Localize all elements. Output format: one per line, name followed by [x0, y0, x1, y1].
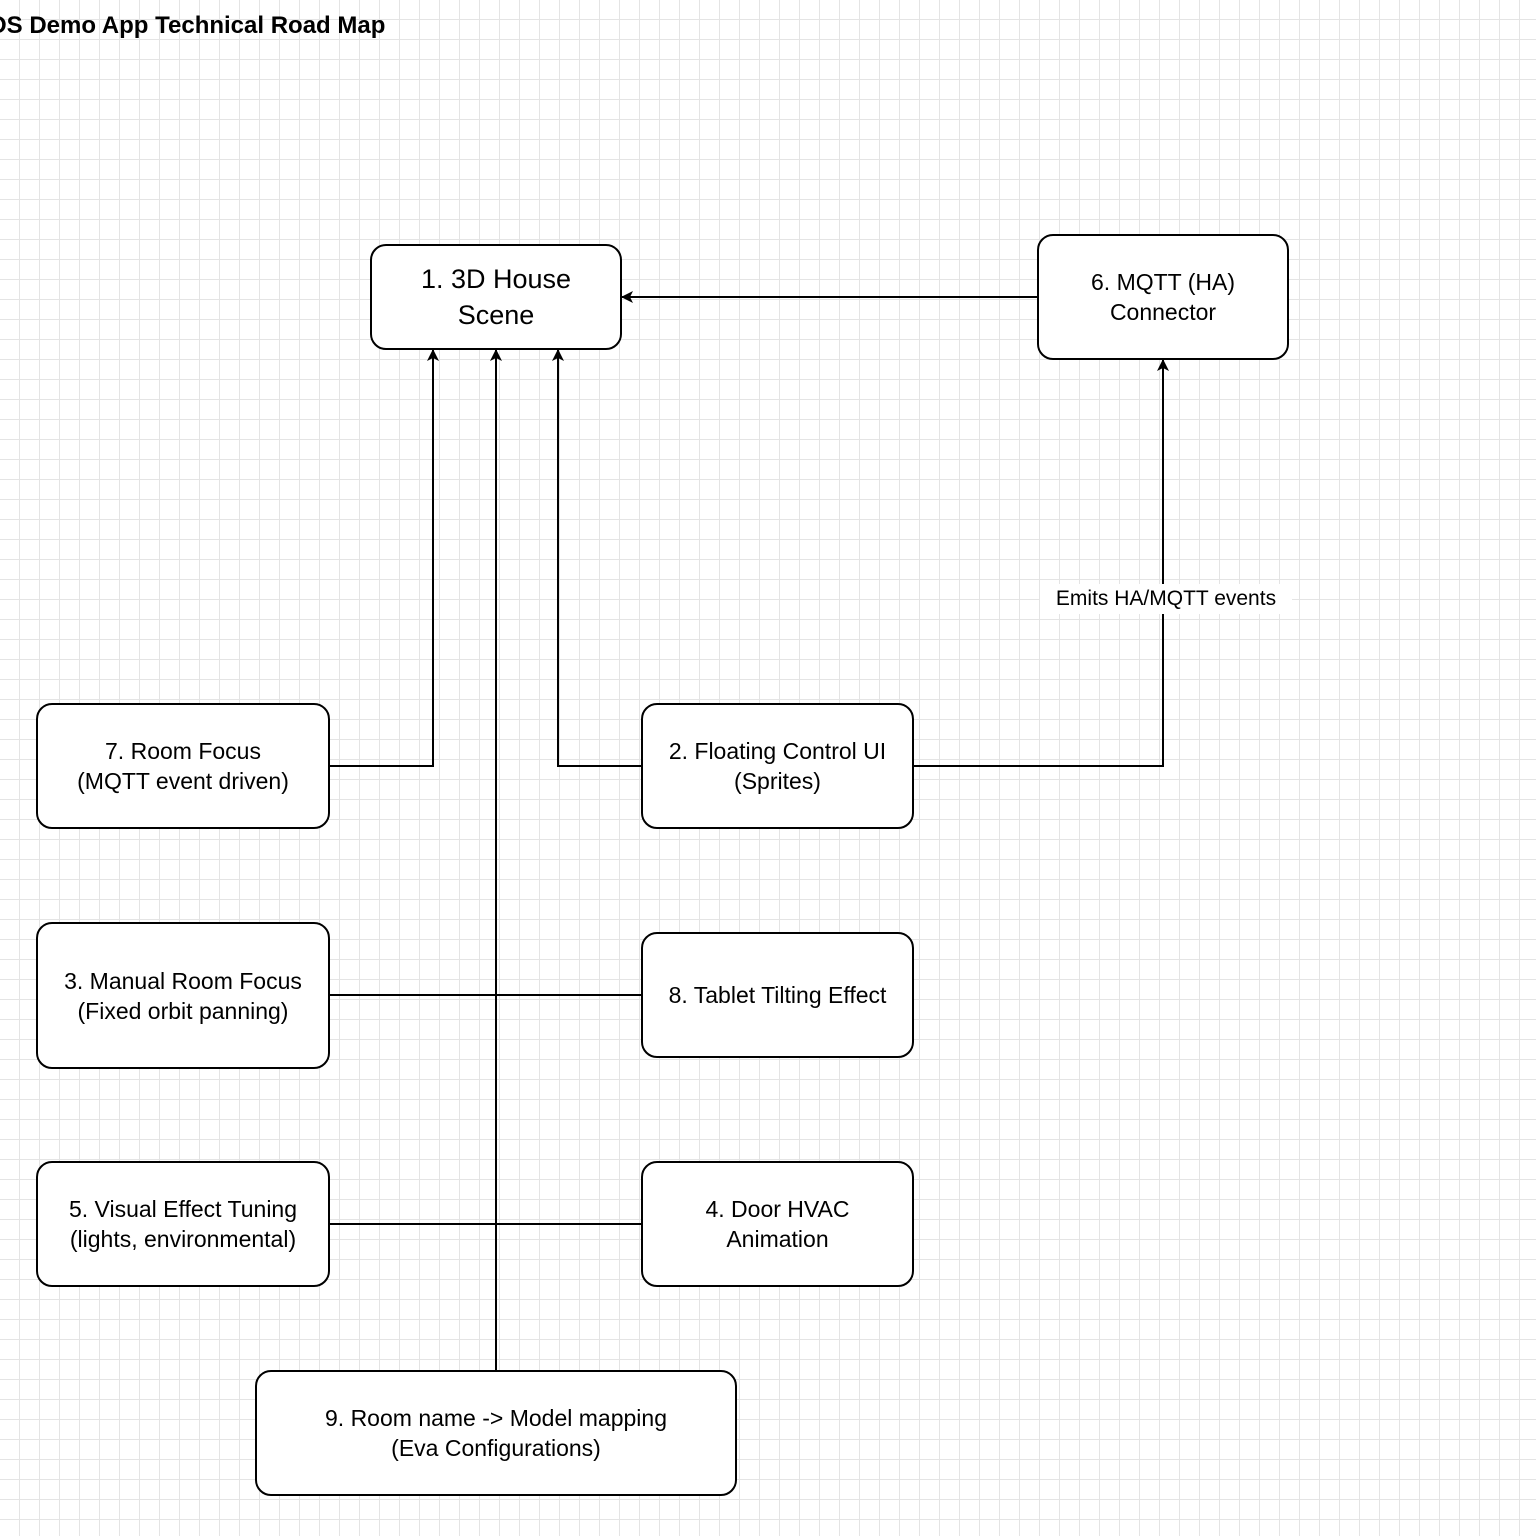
node-manual-room-focus[interactable]: 3. Manual Room Focus (Fixed orbit pannin…: [36, 922, 330, 1069]
node-room-focus-line-1: 7. Room Focus: [105, 738, 261, 764]
node-room-name-model-mapping-line-1: 9. Room name -> Model mapping: [325, 1405, 667, 1431]
edge-floating-ui-to-mqtt: [913, 359, 1169, 767]
node-manual-room-focus-line-1: 3. Manual Room Focus: [64, 967, 302, 994]
node-3d-house-scene-line-1: 1. 3D House: [420, 264, 572, 294]
node-mqtt-connector-line-1: 6. MQTT (HA): [1091, 269, 1235, 295]
node-3d-house-scene-line-2: Scene: [457, 300, 535, 330]
edge-floating-ui-to-house-scene: [552, 349, 642, 767]
edge-room-focus-to-house-scene: [330, 349, 439, 767]
node-floating-control-ui-line-2: (Sprites): [734, 768, 821, 794]
diagram-title: OS Demo App Technical Road Map: [0, 12, 386, 39]
node-tablet-tilting-effect-line-1: 8. Tablet Tilting Effect: [668, 982, 887, 1008]
node-3d-house-scene[interactable]: 1. 3D House Scene: [370, 244, 622, 350]
node-room-name-model-mapping-line-2: (Eva Configurations): [391, 1435, 601, 1461]
node-room-focus[interactable]: 7. Room Focus (MQTT event driven): [36, 703, 330, 829]
node-mqtt-connector[interactable]: 6. MQTT (HA) Connector: [1037, 234, 1289, 360]
node-floating-control-ui[interactable]: 2. Floating Control UI (Sprites): [641, 703, 914, 829]
node-room-name-model-mapping[interactable]: 9. Room name -> Model mapping (Eva Confi…: [255, 1370, 737, 1496]
node-tablet-tilting-effect[interactable]: 8. Tablet Tilting Effect: [641, 932, 914, 1058]
node-door-hvac-animation-line-1: 4. Door HVAC: [705, 1196, 850, 1222]
node-door-hvac-animation[interactable]: 4. Door HVAC Animation: [641, 1161, 914, 1287]
edge-label-emits-events: Emits HA/MQTT events: [1040, 584, 1292, 614]
node-visual-effect-tuning[interactable]: 5. Visual Effect Tuning (lights, environ…: [36, 1161, 330, 1287]
node-manual-room-focus-line-2: (Fixed orbit panning): [77, 997, 289, 1024]
node-door-hvac-animation-line-2: Animation: [726, 1226, 829, 1252]
node-visual-effect-tuning-line-2: (lights, environmental): [69, 1226, 297, 1252]
node-room-focus-line-2: (MQTT event driven): [77, 768, 289, 794]
node-mqtt-connector-line-2: Connector: [1109, 299, 1217, 325]
node-floating-control-ui-line-1: 2. Floating Control UI: [668, 738, 887, 764]
node-visual-effect-tuning-line-1: 5. Visual Effect Tuning: [68, 1196, 298, 1222]
diagram-title-container: OS Demo App Technical Road Map: [0, 10, 500, 44]
